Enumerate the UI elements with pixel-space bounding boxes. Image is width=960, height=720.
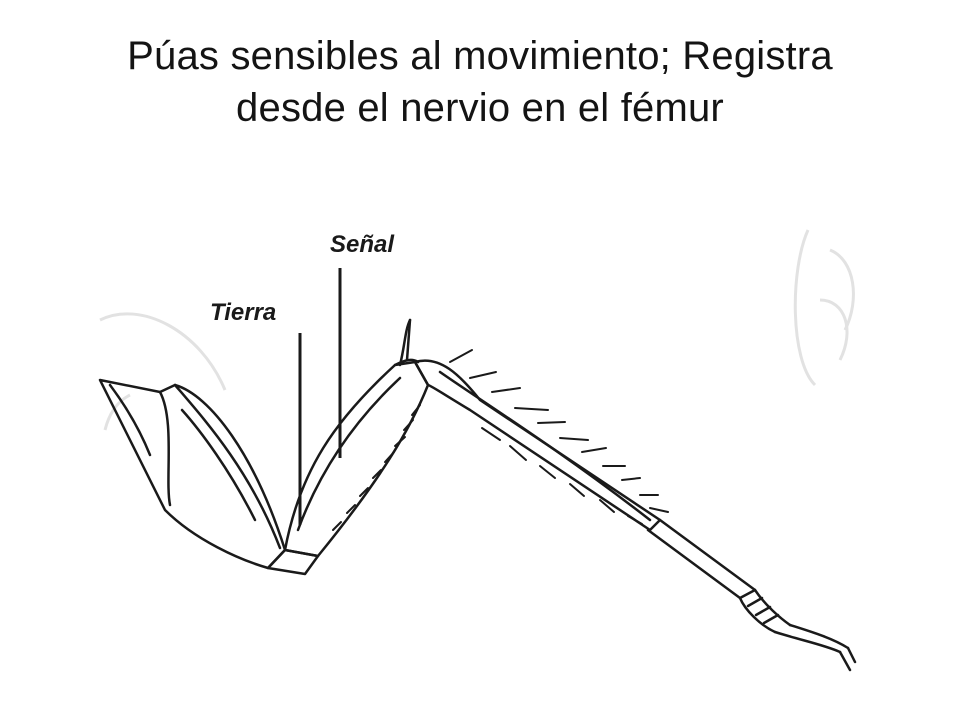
signal-label: Señal	[330, 231, 395, 258]
tibia-segment	[413, 359, 662, 532]
femur-segment	[283, 358, 430, 558]
ground-label: Tierra	[210, 299, 276, 326]
tarsus-segment	[646, 518, 857, 672]
femur-spines	[332, 404, 421, 531]
title-line-2: desde el nervio en el fémur	[236, 86, 724, 130]
faint-background-sketch	[99, 229, 855, 431]
slide-title: Púas sensibles al movimiento; Registra d…	[0, 30, 960, 134]
ground-label-group: Tierra	[210, 299, 302, 525]
tibia-spines	[449, 349, 669, 525]
signal-label-group: Señal	[330, 231, 395, 458]
joint-spur	[398, 318, 412, 367]
title-line-1: Púas sensibles al movimiento; Registra	[127, 34, 833, 78]
coxa-segment	[98, 378, 287, 570]
